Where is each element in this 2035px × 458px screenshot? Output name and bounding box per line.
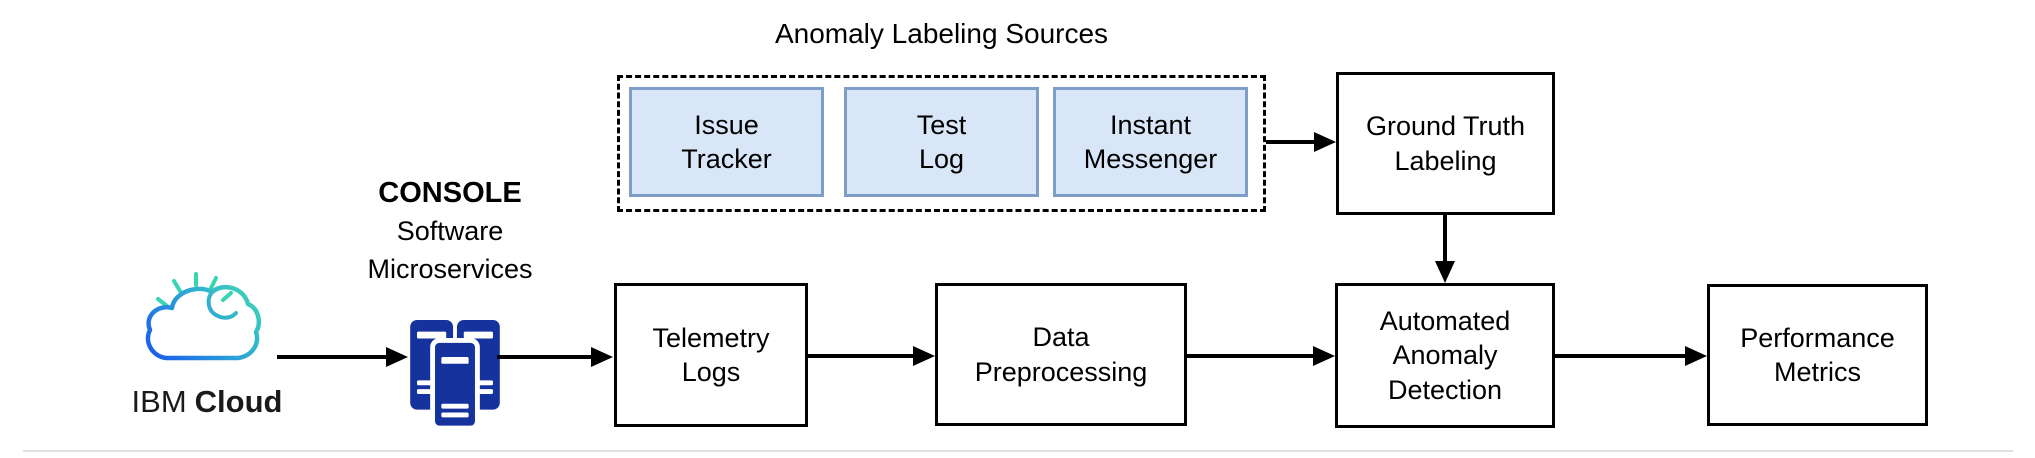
ibm-text: IBM [131, 384, 187, 419]
bottom-divider [23, 450, 2013, 452]
data-preprocessing-box: Data Preprocessing [935, 283, 1187, 426]
cloud-text: Cloud [194, 384, 283, 419]
ground-truth-labeling-box: Ground Truth Labeling [1336, 72, 1555, 215]
arrow-preprocessing-to-detection [1187, 354, 1314, 358]
console-title: CONSOLE [378, 177, 522, 209]
automated-anomaly-detection-box: Automated Anomaly Detection [1335, 283, 1555, 428]
arrow-sources-to-ground-truth [1266, 140, 1315, 144]
console-subtitle-1: Software [396, 216, 504, 246]
cloud-inner-curl [206, 290, 238, 320]
cloud-outline-icon [145, 284, 261, 361]
microservices-servers-icon [410, 319, 500, 431]
arrow-telemetry-to-preprocessing [808, 354, 914, 358]
console-microservices-label: CONSOLE Software Microservices [320, 174, 580, 288]
arrow-ground-truth-to-detection [1443, 215, 1447, 262]
instant-messenger-box: Instant Messenger [1053, 87, 1248, 197]
telemetry-logs-box: Telemetry Logs [614, 283, 808, 427]
anomaly-labeling-sources-title: Anomaly Labeling Sources [774, 18, 1109, 49]
test-log-box: Test Log [844, 87, 1039, 197]
performance-metrics-box: Performance Metrics [1707, 284, 1928, 426]
ibm-cloud-logo [145, 272, 261, 361]
issue-tracker-box: Issue Tracker [629, 87, 824, 197]
anomaly-labeling-sources-group [617, 75, 1266, 212]
arrow-servers-to-telemetry [497, 355, 592, 359]
console-subtitle-2: Microservices [367, 254, 533, 284]
arrow-cloud-to-servers [277, 355, 387, 359]
arrow-detection-to-metrics [1555, 354, 1686, 358]
